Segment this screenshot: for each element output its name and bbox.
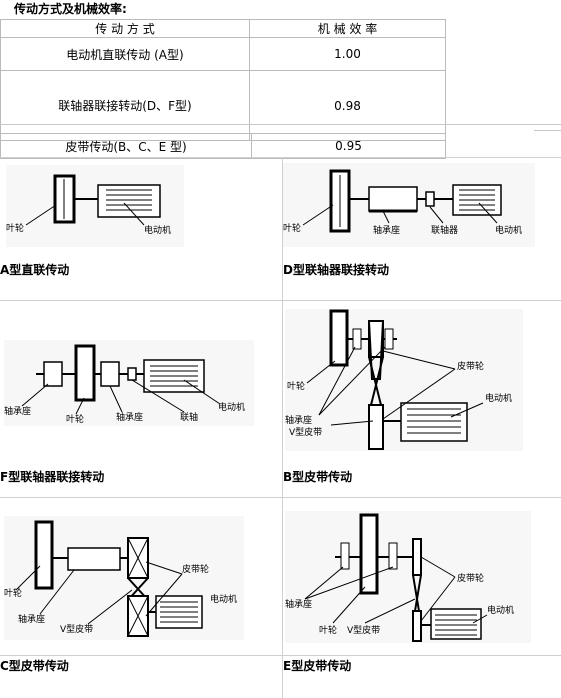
label-impeller: 叶轮 — [283, 222, 301, 234]
label-bearing: 轴承座 — [373, 224, 400, 236]
label-impeller: 叶轮 — [6, 222, 24, 234]
label-pulley: 皮带轮 — [457, 572, 484, 584]
label-coupling: 联轴 — [180, 411, 198, 423]
divider — [534, 130, 561, 131]
caption-b: B型皮带传动 — [283, 470, 353, 484]
bearing-shape — [100, 361, 120, 387]
grid-divider — [0, 655, 561, 656]
header-efficiency: 机 械 效 率 — [249, 19, 446, 38]
label-bearing: 轴承座 — [18, 613, 45, 625]
label-motor: 电动机 — [144, 224, 171, 236]
caption-d: D型联轴器联接转动 — [283, 263, 389, 277]
label-impeller: 叶轮 — [66, 413, 84, 425]
page-title: 传动方式及机械效率: — [14, 2, 127, 16]
coupling-shape — [425, 191, 435, 207]
motor-shape — [430, 608, 482, 640]
label-impeller: 叶轮 — [4, 587, 22, 599]
label-motor: 电动机 — [485, 392, 512, 404]
caption-c: C型皮带传动 — [0, 659, 69, 673]
impeller-shape — [74, 344, 96, 402]
label-coupling: 联轴器 — [431, 224, 458, 236]
label-bearing: 轴承座 — [116, 411, 143, 423]
bearing-shape — [388, 542, 398, 570]
pulley-shape — [368, 404, 384, 450]
diagram-c-belt: 叶轮 轴承座 V型皮带 皮带轮 电动机 — [4, 516, 244, 640]
grid-divider — [0, 300, 561, 301]
impeller-shape — [329, 309, 349, 367]
grid-divider — [0, 157, 561, 158]
grid-divider — [282, 157, 283, 698]
label-vbelt: V型皮带 — [289, 426, 322, 438]
efficiency-table-continued: 皮带传动(B、C、E 型) 0.95 — [0, 133, 446, 159]
header-mode: 传 动 方 式 — [0, 19, 250, 38]
diagram-b-belt: 叶轮 轴承座 V型皮带 皮带轮 电动机 — [285, 309, 523, 451]
label-bearing: 轴承座 — [285, 414, 312, 426]
efficiency-table: 传 动 方 式 机 械 效 率 电动机直联传动 (A型) 1.00 联轴器联接转… — [0, 19, 446, 141]
pulley-shape — [412, 538, 422, 576]
diagram-f-coupling: 轴承座 叶轮 轴承座 联轴 电动机 — [4, 340, 254, 426]
impeller-shape — [34, 520, 54, 590]
grid-divider — [0, 497, 561, 498]
label-bearing: 轴承座 — [285, 598, 312, 610]
diagram-a-direct: 叶轮 电动机 — [6, 165, 184, 247]
bearing-shape — [352, 328, 362, 350]
label-motor: 电动机 — [495, 224, 522, 236]
diagram-d-coupling: 叶轮 轴承座 联轴器 电动机 — [283, 163, 535, 247]
row-eff-bce: 0.95 — [251, 133, 446, 159]
bearing-shape — [368, 186, 418, 212]
pulley-shape — [412, 610, 422, 642]
caption-a: A型直联传动 — [0, 263, 70, 277]
label-motor: 电动机 — [487, 604, 514, 616]
impeller-shape — [359, 513, 379, 595]
row-mode-bce: 皮带传动(B、C、E 型) — [0, 133, 252, 159]
label-pulley: 皮带轮 — [182, 563, 209, 575]
label-motor: 电动机 — [210, 593, 237, 605]
label-pulley: 皮带轮 — [457, 360, 484, 372]
label-impeller: 叶轮 — [287, 380, 305, 392]
row-mode-df: 联轴器联接转动(D、F型) — [0, 70, 250, 141]
label-motor: 电动机 — [218, 401, 245, 413]
divider — [0, 124, 561, 125]
bearing-shape — [67, 547, 121, 571]
label-impeller: 叶轮 — [319, 624, 337, 636]
caption-e: E型皮带传动 — [283, 659, 352, 673]
bearing-shape — [43, 361, 63, 387]
diagram-e-belt: 轴承座 叶轮 V型皮带 皮带轮 电动机 — [285, 511, 531, 643]
bearing-shape — [340, 542, 350, 570]
label-bearing: 轴承座 — [4, 405, 31, 417]
coupling-shape — [127, 367, 137, 381]
row-eff-a: 1.00 — [249, 37, 446, 71]
bearing-shape — [384, 328, 394, 350]
label-vbelt: V型皮带 — [347, 624, 380, 636]
row-mode-a: 电动机直联传动 (A型) — [0, 37, 250, 71]
label-vbelt: V型皮带 — [60, 623, 93, 635]
caption-f: F型联轴器联接转动 — [0, 470, 105, 484]
row-eff-df: 0.98 — [249, 70, 446, 141]
